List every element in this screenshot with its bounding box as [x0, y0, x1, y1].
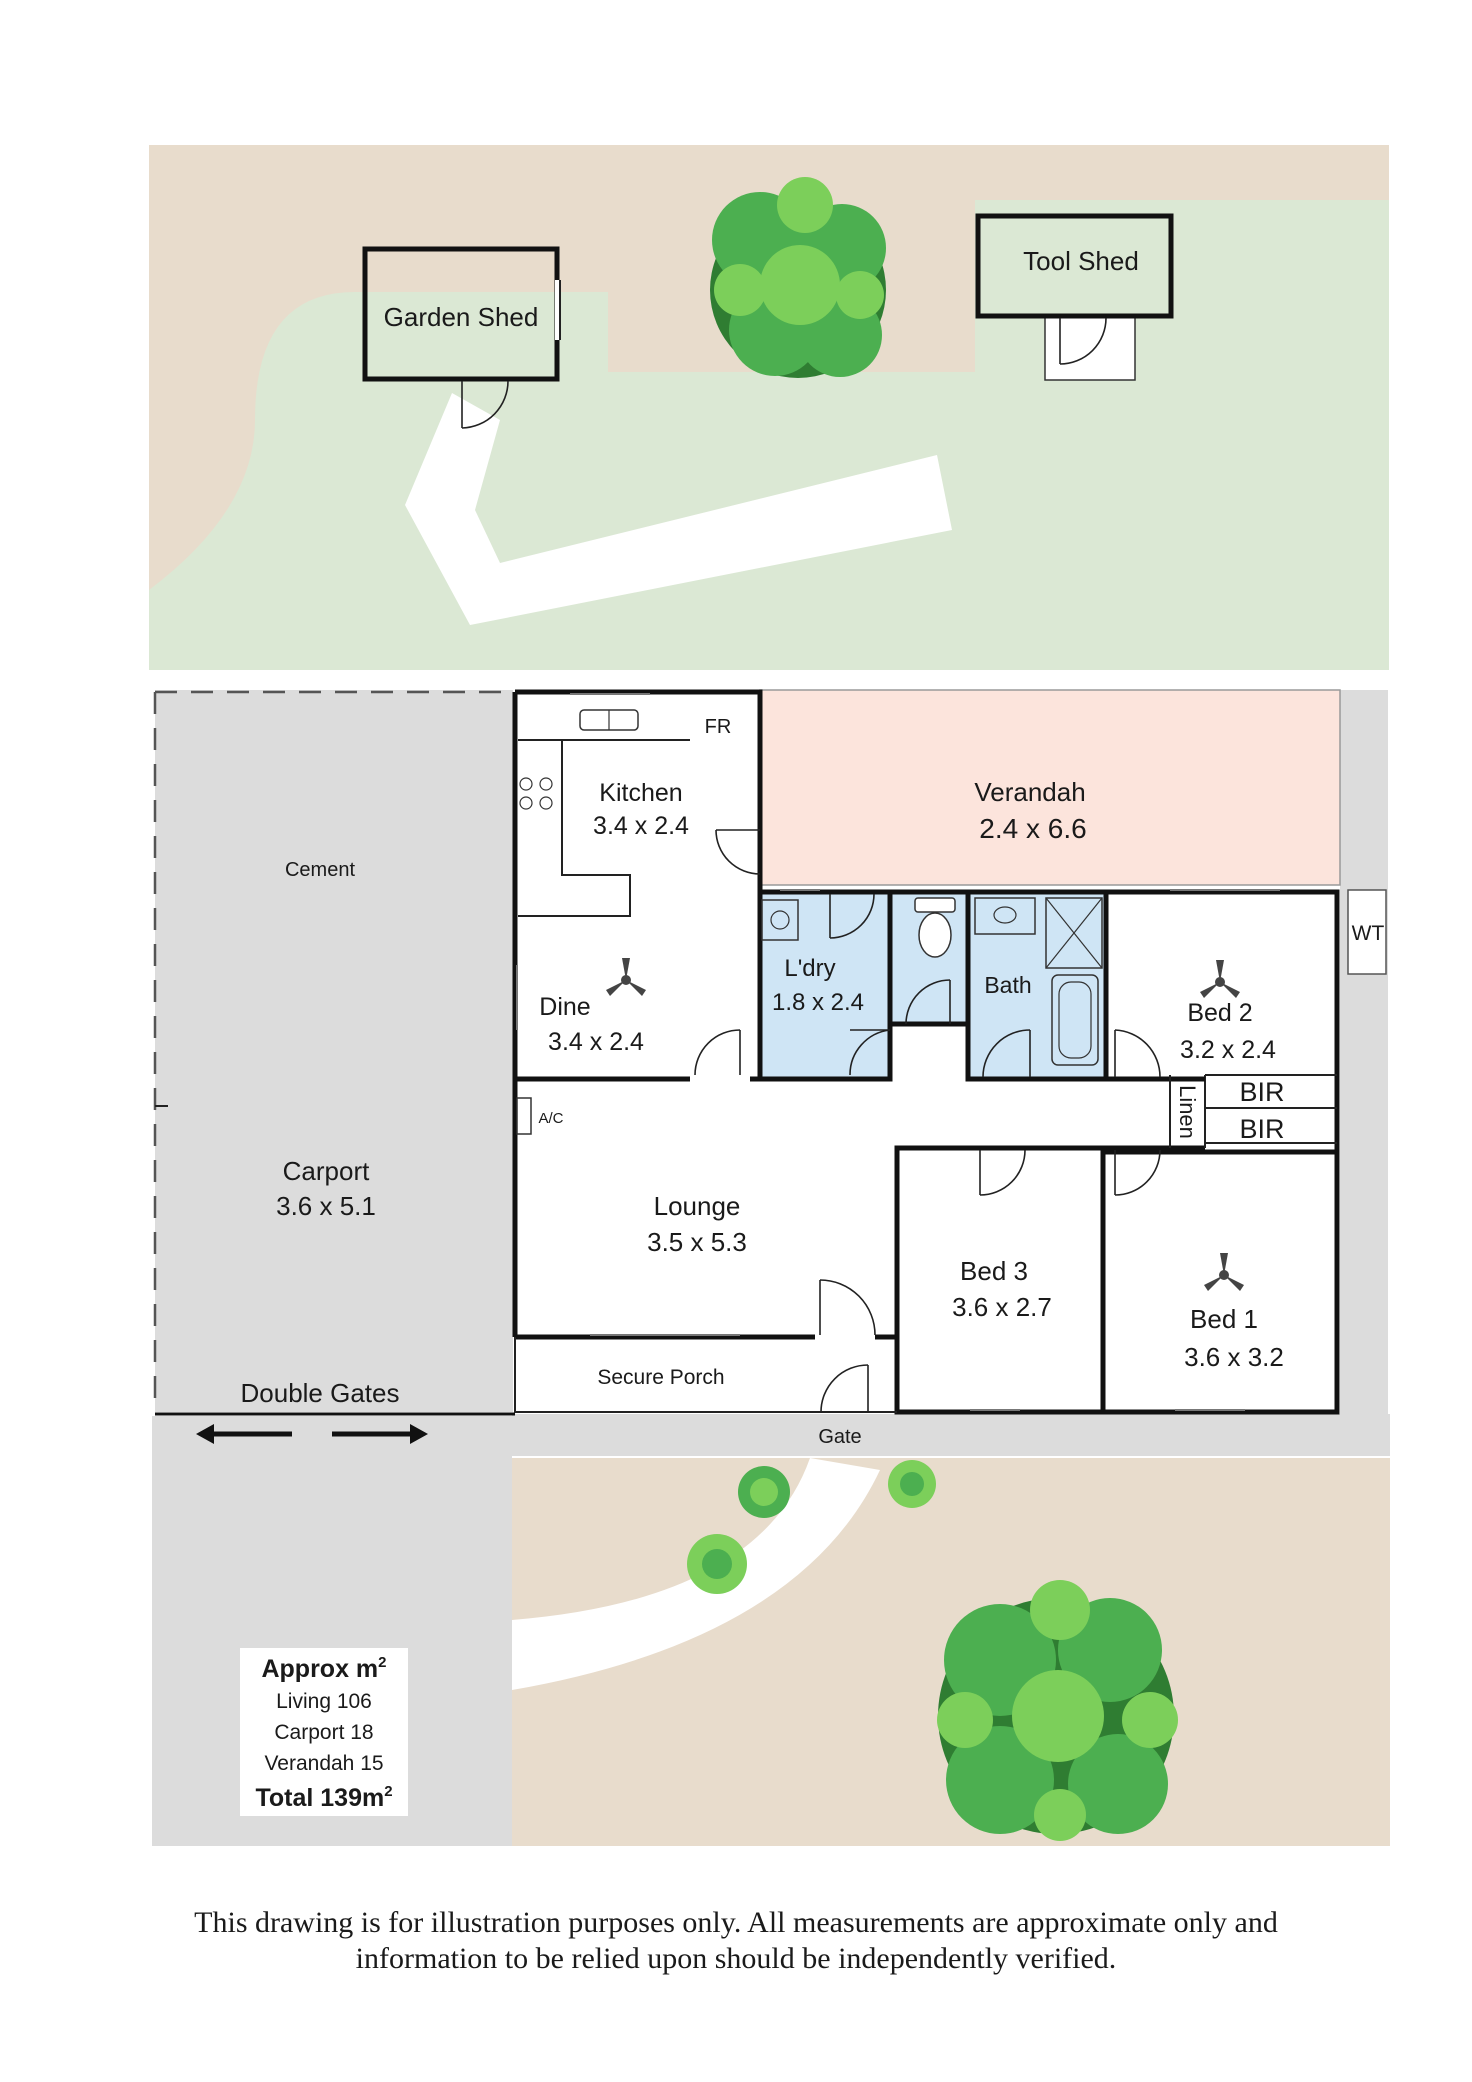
ceiling-fan-icon: [1204, 1253, 1244, 1291]
bathtub-icon: [1051, 974, 1099, 1066]
gate-label: Gate: [818, 1426, 861, 1448]
double-gates-label: Double Gates: [241, 1378, 400, 1408]
plant-icon: [687, 1534, 747, 1594]
front-path-curve: [512, 1458, 880, 1690]
laundry-dims: 1.8 x 2.4: [772, 989, 864, 1016]
area-line-verandah: Verandah 15: [264, 1752, 383, 1775]
tool-shed-label: Tool Shed: [1023, 246, 1139, 276]
vanity-icon: [974, 897, 1036, 935]
kitchen-bench: [518, 709, 690, 917]
aircon-label: A/C: [538, 1110, 563, 1127]
garden-shed: Garden Shed: [362, 246, 561, 429]
secure-porch: [515, 1337, 897, 1412]
bed1-dims: 3.6 x 3.2: [1184, 1342, 1284, 1372]
bed2-dims: 3.2 x 2.4: [1180, 1036, 1276, 1064]
tool-shed-walls: [975, 213, 1174, 319]
water-tank: [1347, 889, 1387, 975]
carport-name: Carport: [283, 1156, 370, 1186]
windows: [516, 693, 1280, 1411]
doors: [694, 829, 1161, 1413]
carport-dims: 3.6 x 5.1: [276, 1191, 376, 1221]
verandah-name: Verandah: [974, 777, 1085, 807]
bir-label: BIR: [1239, 1114, 1284, 1144]
laundry-name: L'dry: [784, 955, 835, 982]
ceiling-fan-icon: [1200, 960, 1240, 998]
kitchen-name: Kitchen: [599, 779, 682, 807]
area-summary-title: Approx m2: [261, 1654, 386, 1683]
tool-shed: Tool Shed: [975, 213, 1174, 381]
carport-slab: [155, 690, 513, 1412]
area-summary-total: Total 139m2: [255, 1783, 392, 1812]
house: [512, 689, 1340, 1415]
disclaimer: This drawing is for illustration purpose…: [0, 1905, 1472, 1977]
verandah: [759, 689, 1341, 886]
cement-label: Cement: [285, 859, 355, 881]
site-grounds: [152, 690, 1390, 1846]
back-yard: Garden Shed Tool Shed: [149, 145, 1389, 670]
bed3-dims: 3.6 x 2.7: [952, 1292, 1052, 1322]
bath-label: Bath: [984, 972, 1031, 998]
room-labels: Kitchen 3.4 x 2.4 FR Verandah 2.4 x 6.6 …: [241, 716, 1385, 1448]
laundry: [760, 892, 890, 1079]
garden-shed-label: Garden Shed: [384, 302, 539, 332]
lounge-dims: 3.5 x 5.3: [647, 1227, 747, 1257]
cooktop-icon: [519, 777, 533, 791]
bed2-name: Bed 2: [1187, 999, 1252, 1027]
bed3-name: Bed 3: [960, 1256, 1028, 1286]
tree-icon: [937, 1580, 1178, 1841]
garden-path: [405, 393, 952, 625]
shower-icon: [1045, 897, 1103, 969]
disclaimer-line: information to be relied upon should be …: [355, 1942, 1117, 1975]
side-path: [1340, 690, 1388, 1414]
tree-icon: [710, 177, 886, 378]
kitchen-dims: 3.4 x 2.4: [593, 812, 689, 840]
dine-name: Dine: [539, 993, 590, 1021]
area-line-living: Living 106: [276, 1690, 372, 1713]
fridge-label: FR: [705, 716, 732, 738]
disclaimer-line: This drawing is for illustration purpose…: [194, 1906, 1278, 1939]
ceiling-fan-icon: [606, 958, 646, 996]
water-tank-label: WT: [1352, 922, 1385, 945]
dine-dims: 3.4 x 2.4: [548, 1028, 644, 1056]
verandah-dims: 2.4 x 6.6: [979, 813, 1086, 844]
lounge-name: Lounge: [654, 1191, 741, 1221]
secure-porch-label: Secure Porch: [597, 1366, 724, 1389]
plant-icon: [888, 1460, 936, 1508]
bathroom: [968, 892, 1106, 1079]
linen-label: Linen: [1175, 1085, 1200, 1139]
double-gates-arrows: [196, 1424, 428, 1444]
bir-label: BIR: [1239, 1077, 1284, 1107]
bed1-name: Bed 1: [1190, 1304, 1258, 1334]
area-summary: Approx m2 Living 106 Carport 18 Verandah…: [240, 1648, 408, 1816]
plant-icon: [738, 1466, 790, 1518]
laundry-tub-icon: [761, 899, 799, 941]
toilet-icon: [914, 897, 956, 958]
aircon-icon: [516, 1097, 532, 1135]
area-line-carport: Carport 18: [274, 1721, 373, 1744]
front-path: [512, 1414, 1390, 1456]
